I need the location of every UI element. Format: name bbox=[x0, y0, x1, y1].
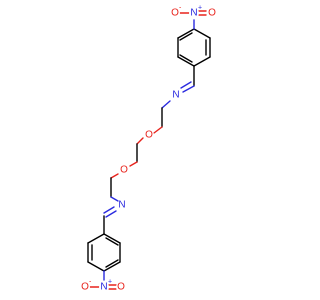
bond bbox=[110, 196, 119, 202]
atom-oxygen: O bbox=[171, 8, 179, 19]
bond bbox=[182, 85, 195, 93]
bottom-benzene-ring bbox=[87, 233, 121, 272]
top-imine-linker bbox=[161, 65, 195, 109]
atom-oxygen: O bbox=[145, 130, 153, 141]
bond bbox=[193, 28, 211, 39]
bond bbox=[193, 56, 211, 67]
charge-plus: + bbox=[198, 5, 202, 12]
bond bbox=[103, 206, 115, 214]
atom-nitrogen: N bbox=[190, 8, 197, 19]
bond bbox=[161, 100, 171, 109]
bond bbox=[105, 210, 117, 218]
charge-plus: + bbox=[108, 279, 112, 286]
atom-nitrogen: N bbox=[100, 282, 107, 293]
bond bbox=[103, 261, 121, 272]
bond bbox=[129, 161, 138, 167]
atom-nitrogen: N bbox=[172, 90, 179, 101]
bond bbox=[180, 81, 192, 89]
ethylene-glycol-chain bbox=[110, 107, 163, 198]
bond bbox=[177, 28, 195, 39]
atom-oxygen: O bbox=[117, 282, 125, 293]
atom-oxygen: O bbox=[208, 8, 216, 19]
top-nitro-group bbox=[179, 10, 207, 30]
atom-oxygen: O bbox=[120, 165, 128, 176]
bond bbox=[105, 259, 119, 268]
atom-nitrogen: N bbox=[118, 200, 125, 211]
bond bbox=[153, 126, 163, 134]
bond bbox=[136, 137, 144, 145]
molecule-structure: O - N + O N O O N O - N + O bbox=[80, 5, 217, 293]
bond bbox=[105, 237, 119, 246]
bottom-nitro-group bbox=[89, 270, 117, 290]
bottom-imine-linker bbox=[103, 196, 119, 235]
atom-oxygen: O bbox=[81, 282, 89, 293]
bond bbox=[103, 233, 121, 244]
charge-minus: - bbox=[89, 279, 92, 286]
charge-minus: - bbox=[179, 5, 182, 12]
top-benzene-ring bbox=[177, 28, 211, 67]
bond bbox=[87, 261, 105, 272]
bond bbox=[87, 233, 105, 244]
bond bbox=[179, 54, 193, 63]
bond bbox=[110, 173, 119, 179]
bond bbox=[177, 56, 195, 67]
bond bbox=[179, 32, 193, 41]
atom-labels: O - N + O N O O N O - N + O bbox=[80, 5, 217, 293]
